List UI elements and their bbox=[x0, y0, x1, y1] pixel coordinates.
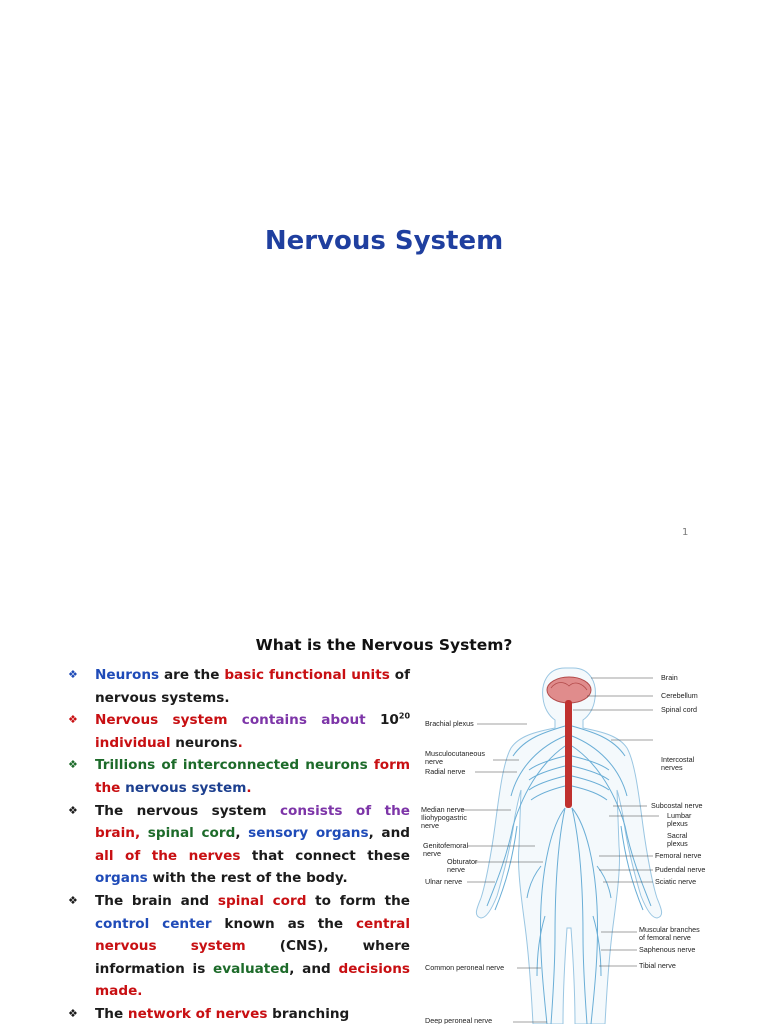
text-run: basic functional units bbox=[224, 667, 390, 683]
label-intercostal-2: nerves bbox=[661, 763, 683, 772]
label-pudendal: Pudendal nerve bbox=[655, 865, 705, 874]
content-slide: What is the Nervous System? ❖ Neurons ar… bbox=[0, 590, 768, 1024]
diamond-bullet-icon: ❖ bbox=[68, 758, 78, 772]
label-intercostal: Intercostal bbox=[661, 755, 695, 764]
text-run: individual bbox=[95, 734, 171, 751]
text-run: network of nerves bbox=[127, 1005, 268, 1022]
text-run: Neurons bbox=[95, 667, 160, 683]
label-spinal-cord: Spinal cord bbox=[661, 705, 697, 714]
label-leaders bbox=[461, 677, 659, 1023]
superscript: 20 bbox=[398, 711, 411, 721]
slide-heading: What is the Nervous System? bbox=[0, 636, 768, 654]
heading-text: What is the Nervous System bbox=[255, 636, 504, 654]
text-run: . bbox=[237, 734, 243, 751]
title-slide: Nervous System 1 bbox=[264, 226, 689, 538]
text-run: brain, bbox=[95, 825, 141, 842]
brain-shape bbox=[546, 676, 592, 704]
text-run: , and bbox=[368, 825, 410, 842]
label-genitofemoral: Genitofemoral bbox=[423, 841, 469, 850]
text-run: consists of the bbox=[279, 802, 410, 819]
text-run: neurons bbox=[170, 734, 238, 751]
label-muscular-2: of femoral nerve bbox=[639, 933, 691, 942]
diamond-bullet-icon: ❖ bbox=[68, 803, 78, 817]
spinal-cord-shape bbox=[565, 700, 572, 808]
text-run: that connect these bbox=[240, 847, 410, 864]
label-genitofemoral-2: nerve bbox=[423, 849, 441, 858]
text-run: of nervous systems. bbox=[95, 667, 410, 706]
text-run: The bbox=[95, 1005, 128, 1022]
text-run: The brain and bbox=[95, 892, 218, 909]
text-run: branching bbox=[267, 1005, 350, 1022]
nervous-system-figure: Brain Cerebellum Spinal cord Brachial pl… bbox=[421, 667, 705, 1024]
label-sacral-2: plexus bbox=[667, 839, 688, 848]
body-outline bbox=[475, 667, 663, 1024]
label-brain: Brain bbox=[661, 673, 678, 682]
text-run: all of the nerves bbox=[95, 847, 241, 864]
label-cerebellum: Cerebellum bbox=[661, 691, 698, 700]
label-obturator: Obturator bbox=[447, 857, 478, 866]
text-run: spinal cord bbox=[140, 825, 236, 842]
text-run: decisions made. bbox=[95, 960, 410, 1000]
text-run: central nervous system bbox=[95, 915, 410, 955]
text-run: control center bbox=[95, 915, 212, 932]
label-sacral: Sacral bbox=[667, 831, 688, 840]
diamond-bullet-icon: ❖ bbox=[68, 713, 78, 727]
text-run: 10 bbox=[365, 712, 399, 729]
text-run: Trillions of interconnected neurons bbox=[95, 757, 368, 774]
text-run: evaluated bbox=[213, 960, 290, 977]
diamond-bullet-icon: ❖ bbox=[68, 668, 78, 681]
label-obturator-2: nerve bbox=[447, 865, 465, 874]
heading-question-mark: ? bbox=[503, 636, 513, 654]
label-median: Median nerve bbox=[421, 805, 465, 814]
diamond-bullet-icon: ❖ bbox=[68, 1006, 78, 1020]
label-saphenous: Saphenous nerve bbox=[639, 945, 695, 954]
bullet-item: ❖ The nervous system consists of the bra… bbox=[66, 800, 410, 890]
text-run: sensory organs bbox=[248, 825, 369, 842]
label-lumbar-2: plexus bbox=[667, 819, 688, 828]
diamond-bullet-icon: ❖ bbox=[68, 893, 78, 907]
label-iliohypogastric: Iliohypogastric bbox=[421, 813, 467, 822]
bullet-item: ❖ Nervous system contains about 1020 ind… bbox=[66, 709, 410, 754]
slide-title: Nervous System bbox=[264, 226, 504, 256]
text-run: spinal cord bbox=[217, 892, 307, 909]
text-run: . bbox=[246, 779, 252, 796]
bullet-item: ❖ Neurons are the basic functional units… bbox=[66, 664, 410, 709]
bullet-item: ❖ Trillions of interconnected neurons fo… bbox=[66, 754, 410, 799]
bullet-item: ❖ The brain and spinal cord to form the … bbox=[66, 890, 410, 1003]
bullet-list: ❖ Neurons are the basic functional units… bbox=[66, 664, 410, 1026]
text-run: form the bbox=[95, 757, 410, 796]
text-run: organs bbox=[95, 870, 148, 887]
text-run: contains about bbox=[241, 712, 366, 729]
text-run: , and bbox=[289, 960, 339, 977]
label-common-peroneal: Common peroneal nerve bbox=[425, 963, 504, 972]
text-run: with the rest of the body. bbox=[147, 870, 348, 887]
label-musculocutaneous-2: nerve bbox=[425, 757, 443, 766]
label-musculocutaneous: Musculocutaneous bbox=[425, 749, 485, 758]
text-run: known as the bbox=[211, 915, 356, 932]
label-iliohypogastric-2: nerve bbox=[421, 821, 439, 830]
label-tibial: Tibial nerve bbox=[639, 961, 676, 970]
label-radial: Radial nerve bbox=[425, 767, 465, 776]
label-muscular: Muscular branches bbox=[639, 925, 700, 934]
bullet-item: ❖ The network of nerves branching bbox=[66, 1003, 410, 1026]
text-run: to form the bbox=[306, 892, 410, 909]
label-brachial-plexus: Brachial plexus bbox=[425, 719, 474, 728]
nerve-network bbox=[486, 725, 652, 1024]
text-run: are the bbox=[159, 667, 225, 683]
text-run: (CNS), where information is bbox=[95, 938, 410, 977]
text-run: The nervous system bbox=[95, 802, 280, 819]
label-ulnar: Ulnar nerve bbox=[425, 877, 462, 886]
label-sciatic: Sciatic nerve bbox=[655, 877, 696, 886]
text-run bbox=[227, 712, 241, 728]
text-run: , bbox=[235, 825, 249, 842]
label-subcostal: Subcostal nerve bbox=[651, 801, 703, 810]
text-run: Nervous system bbox=[95, 712, 228, 729]
label-femoral: Femoral nerve bbox=[655, 851, 701, 860]
page-number: 1 bbox=[682, 527, 689, 538]
label-lumbar: Lumbar bbox=[667, 811, 692, 820]
figure-labels: Brain Cerebellum Spinal cord Brachial pl… bbox=[421, 673, 705, 1024]
text-run: nervous system bbox=[120, 779, 247, 796]
label-deep-peroneal: Deep peroneal nerve bbox=[425, 1016, 492, 1024]
